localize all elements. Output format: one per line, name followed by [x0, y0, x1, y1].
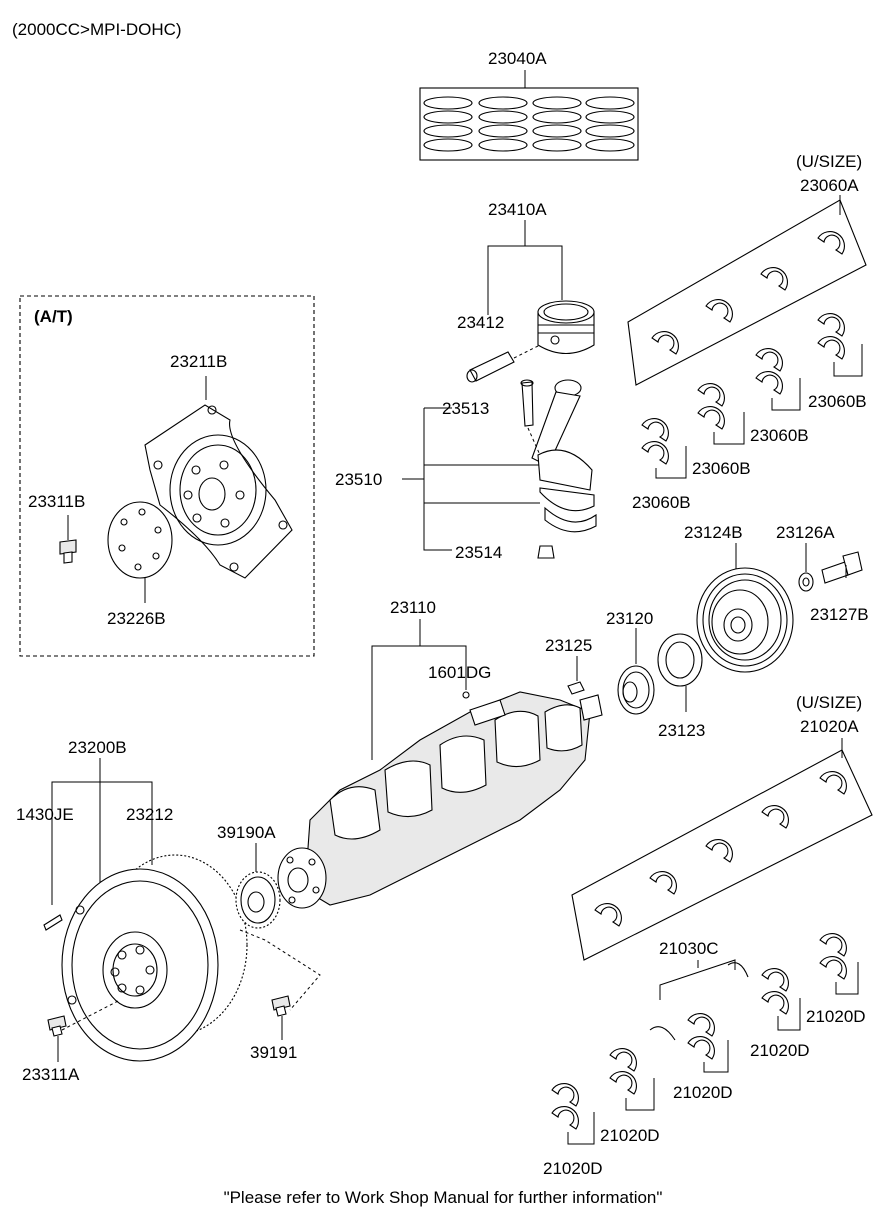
label-39191: 39191: [250, 1043, 298, 1062]
sensor-wheel-group: [235, 843, 321, 1040]
label-21020D-3: 21020D: [673, 1083, 733, 1102]
label-23124B: 23124B: [684, 523, 743, 542]
label-23120: 23120: [606, 609, 654, 628]
label-23060A: 23060A: [800, 176, 859, 195]
label-1430JE: 1430JE: [16, 805, 74, 824]
label-23311B: 23311B: [28, 492, 86, 511]
label-23510: 23510: [335, 470, 383, 489]
thrust-and-bearings: [551, 933, 859, 1145]
label-23126A: 23126A: [776, 523, 835, 542]
label-23311A: 23311A: [22, 1065, 80, 1084]
label-23060B-4: 23060B: [632, 493, 691, 512]
label-23040A: 23040A: [488, 49, 547, 68]
crankshaft: [277, 619, 603, 909]
label-21020D-4: 21020D: [600, 1126, 660, 1145]
upper-main-bearings: [627, 195, 867, 479]
piston-assembly: [466, 220, 595, 383]
label-23110: 23110: [390, 598, 437, 617]
label-23123: 23123: [658, 721, 706, 740]
label-23514: 23514: [455, 543, 503, 562]
label-usize-upper: (U/SIZE): [796, 152, 863, 171]
label-23410A: 23410A: [488, 200, 547, 219]
label-23200B: 23200B: [68, 738, 127, 757]
at-box-title: (A/T): [34, 307, 73, 326]
label-23125: 23125: [545, 636, 593, 655]
label-23211B: 23211B: [170, 352, 228, 371]
footer-note: "Please refer to Work Shop Manual for fu…: [223, 1188, 663, 1207]
engine-spec-header: (2000CC>MPI-DOHC): [12, 20, 182, 39]
label-23060B-1: 23060B: [808, 392, 867, 411]
label-23226B: 23226B: [107, 609, 166, 628]
label-23412: 23412: [457, 313, 505, 332]
piston-ring-set: [419, 70, 639, 161]
flywheel-group: [43, 758, 248, 1062]
label-21020D-2: 21020D: [750, 1041, 810, 1060]
label-23127B: 23127B: [810, 605, 869, 624]
label-23513: 23513: [442, 399, 490, 418]
lower-main-bearings: [571, 738, 873, 961]
at-drive-plate-group: [19, 295, 315, 657]
label-21030C: 21030C: [659, 939, 719, 958]
label-23060B-2: 23060B: [750, 426, 809, 445]
connecting-rod: [402, 379, 597, 559]
label-39190A: 39190A: [217, 823, 276, 842]
label-1601DG: 1601DG: [428, 663, 492, 682]
label-21020A: 21020A: [800, 717, 859, 736]
label-21020D-1: 21020D: [806, 1007, 866, 1026]
crank-sprocket-group: [567, 628, 703, 715]
label-21020D-5: 21020D: [543, 1159, 603, 1178]
label-23212: 23212: [126, 805, 174, 824]
label-23060B-3: 23060B: [692, 459, 751, 478]
crank-pulley-group: [696, 543, 863, 673]
label-usize-lower: (U/SIZE): [796, 693, 863, 712]
